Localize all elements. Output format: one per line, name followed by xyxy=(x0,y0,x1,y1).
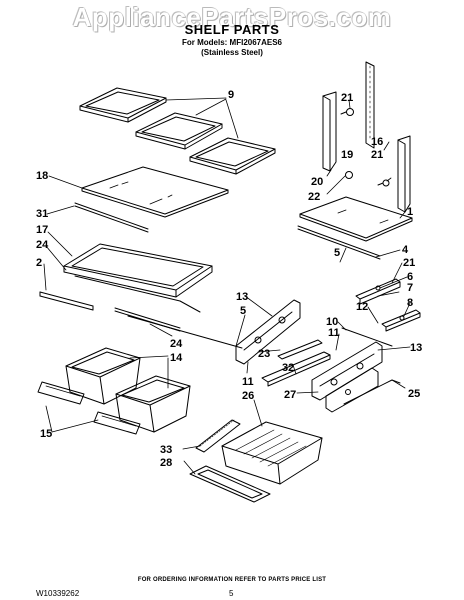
small-shelf-bottom xyxy=(189,137,276,175)
callout-12: 12 xyxy=(356,301,368,313)
callout-5a: 5 xyxy=(334,247,340,259)
callout-20: 20 xyxy=(311,176,323,188)
callout-21b: 21 xyxy=(371,149,383,161)
callout-10: 10 xyxy=(326,316,338,328)
drawer-front-upper xyxy=(37,381,85,405)
screw-upper xyxy=(340,108,354,116)
watermark: AppliancePartsPros.com xyxy=(72,2,392,32)
small-shelf-middle xyxy=(135,112,223,150)
callout-1: 1 xyxy=(407,206,413,218)
callout-8: 8 xyxy=(407,297,413,309)
callout-13b: 13 xyxy=(410,342,422,354)
callout-11a: 11 xyxy=(328,327,340,339)
callout-14: 14 xyxy=(170,352,183,364)
callout-15: 15 xyxy=(40,428,52,440)
upright-rail-right xyxy=(397,135,411,213)
callout-24a: 24 xyxy=(36,239,49,251)
callout-23: 23 xyxy=(258,348,270,360)
callout-9: 9 xyxy=(228,89,234,101)
callout-27: 27 xyxy=(284,389,296,401)
slide-rod xyxy=(127,315,243,349)
page-number: 5 xyxy=(229,589,234,598)
callout-28: 28 xyxy=(160,457,172,469)
deli-tray xyxy=(221,421,323,485)
large-glass-shelf xyxy=(81,166,229,218)
tray-rail-left xyxy=(39,291,94,311)
small-shelf-top xyxy=(79,87,167,123)
right-shelf-trim xyxy=(297,225,381,260)
callout-22: 22 xyxy=(308,191,320,203)
crisper-drawer-upper xyxy=(65,347,141,405)
screw-22 xyxy=(345,171,353,179)
drawer-front-lower xyxy=(93,411,141,435)
models-line: For Models: MFI2067AES6 xyxy=(181,38,283,47)
crisper-drawer-lower xyxy=(115,375,191,433)
callout-24b: 24 xyxy=(170,338,183,350)
shelf-trim-strip xyxy=(74,202,149,233)
finish-line: (Stainless Steel) xyxy=(201,48,263,57)
page-title: SHELF PARTS xyxy=(184,22,280,37)
slide-channel-32 xyxy=(261,351,331,387)
bracket-rod xyxy=(341,327,393,347)
callout-33: 33 xyxy=(160,444,172,456)
shelf-bracket-lower xyxy=(381,309,421,332)
ordering-note: FOR ORDERING INFORMATION REFER TO PARTS … xyxy=(137,577,327,583)
callout-11b: 11 xyxy=(242,376,254,388)
callout-5b: 5 xyxy=(240,305,246,317)
screw-right xyxy=(377,179,390,187)
callout-32: 32 xyxy=(282,362,294,374)
callout-17: 17 xyxy=(36,224,48,236)
slide-channel-23 xyxy=(277,339,323,360)
callout-13a: 13 xyxy=(236,291,248,303)
deli-tray-cover xyxy=(195,419,241,453)
slide-assembly-right xyxy=(311,341,383,401)
slide-assembly-left xyxy=(235,299,301,365)
callout-21a: 21 xyxy=(341,92,353,104)
callout-4: 4 xyxy=(402,244,409,256)
callout-16: 16 xyxy=(371,136,383,148)
document-number: W10339262 xyxy=(36,589,80,598)
deli-tray-frame xyxy=(189,465,271,503)
callout-2: 2 xyxy=(36,257,42,269)
right-glass-shelf xyxy=(299,196,413,242)
callout-25: 25 xyxy=(408,388,420,400)
callout-31: 31 xyxy=(36,208,48,220)
slide-out-tray xyxy=(63,243,213,313)
callout-19: 19 xyxy=(341,149,353,161)
callout-numbers: 9 21 19 16 21 18 20 22 31 1 17 24 5 4 2 … xyxy=(36,89,422,469)
leader-lines xyxy=(43,97,411,475)
callout-7: 7 xyxy=(407,282,413,294)
callout-18: 18 xyxy=(36,170,48,182)
callout-6: 6 xyxy=(407,271,413,283)
upright-rail-tall xyxy=(365,61,375,149)
upright-rail-left xyxy=(322,91,337,172)
callout-21c: 21 xyxy=(403,257,415,269)
callout-26: 26 xyxy=(242,390,254,402)
